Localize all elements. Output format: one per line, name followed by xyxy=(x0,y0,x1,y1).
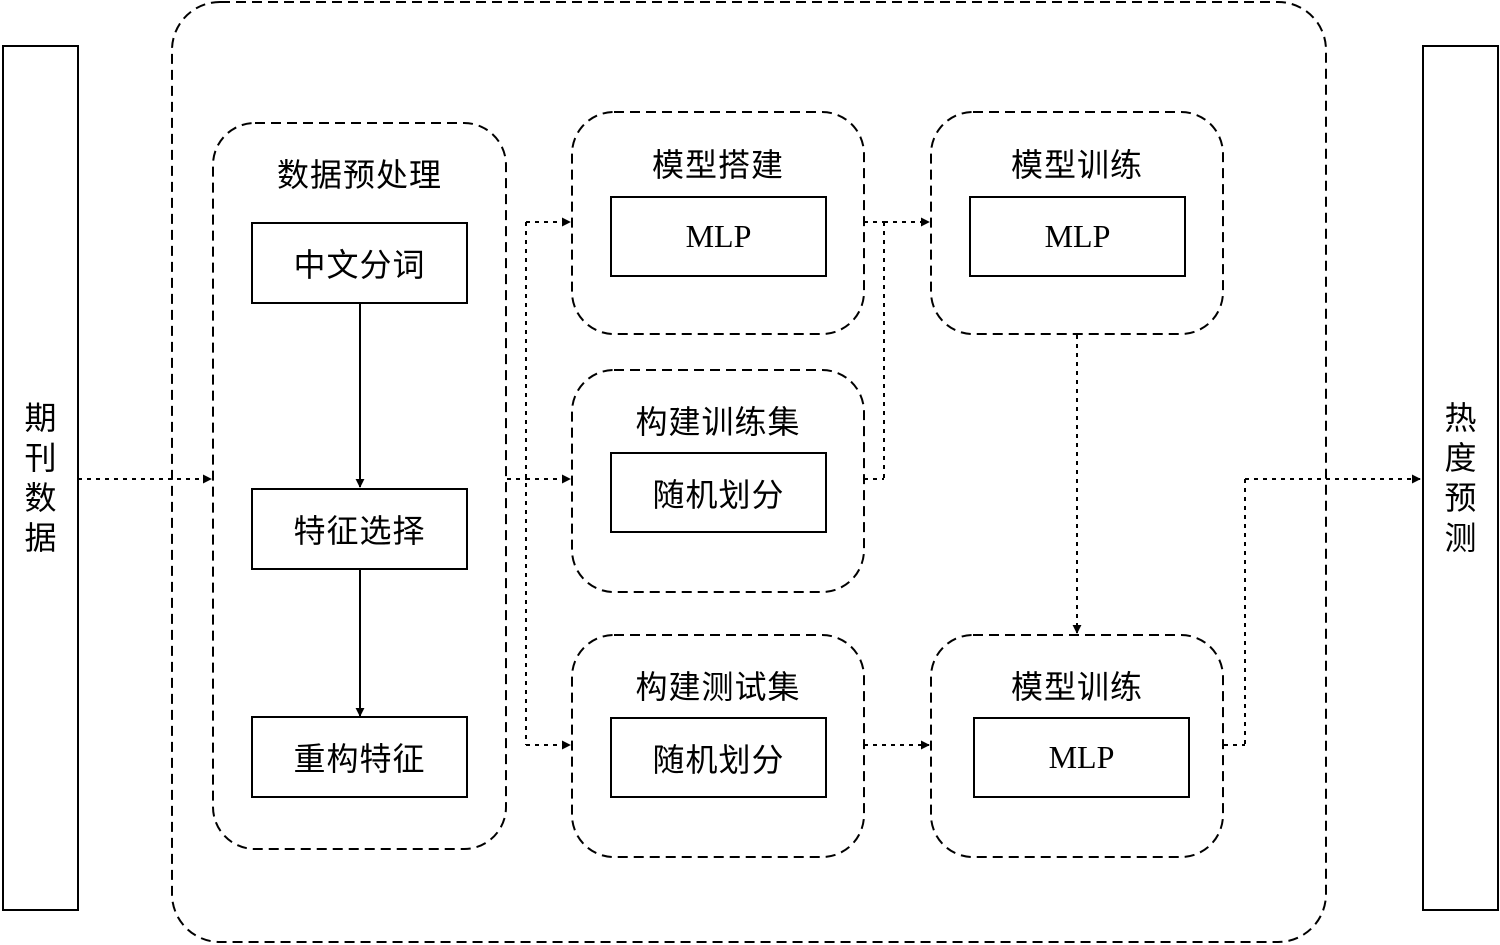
step-feature-selection: 特征选择 xyxy=(251,488,468,570)
outer-process-container xyxy=(171,1,1327,943)
model-train-top-group xyxy=(930,111,1224,335)
train-set-random-split-box: 随机划分 xyxy=(610,452,827,533)
model-train-bottom-group xyxy=(930,634,1224,858)
preprocess-group xyxy=(212,122,507,850)
input-journal-data-bar: 期刊数据 xyxy=(2,45,79,911)
model-build-title: 模型搭建 xyxy=(651,146,784,184)
step-chinese-segmentation: 中文分词 xyxy=(251,222,468,304)
output-heat-prediction-bar: 热度预测 xyxy=(1422,45,1499,911)
model-train-top-title: 模型训练 xyxy=(1010,146,1143,184)
train-set-group xyxy=(571,369,865,593)
model-train-top-mlp-box: MLP xyxy=(969,196,1186,277)
model-build-mlp-box: MLP xyxy=(610,196,827,277)
preprocess-title: 数据预处理 xyxy=(276,156,442,194)
model-train-bottom-mlp-box: MLP xyxy=(973,717,1190,798)
model-train-bottom-title: 模型训练 xyxy=(1010,668,1143,706)
train-set-title: 构建训练集 xyxy=(635,403,801,441)
output-label: 热度预测 xyxy=(1444,399,1477,557)
step-feature-reconstruction: 重构特征 xyxy=(251,716,468,798)
test-set-random-split-box: 随机划分 xyxy=(610,717,827,798)
test-set-title: 构建测试集 xyxy=(635,668,801,706)
input-label: 期刊数据 xyxy=(24,399,57,557)
